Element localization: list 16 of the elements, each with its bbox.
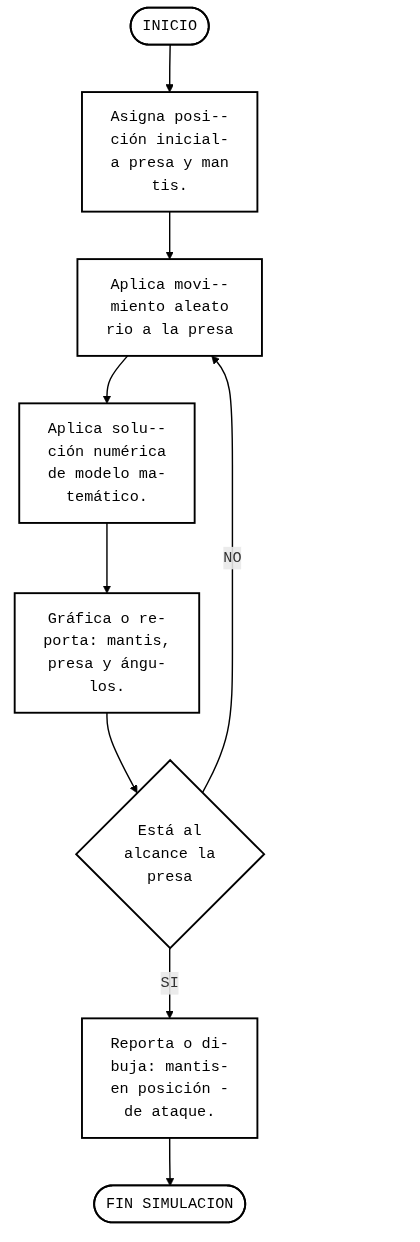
edge-label: NO — [223, 549, 242, 567]
arrow — [102, 522, 112, 594]
node-box: Reporta o di- buja: mantis- en posición - de ataque. — [81, 1017, 259, 1139]
node-box: Gráfica o re- porta: mantis, presa y ángu- los. — [13, 592, 201, 714]
node-diamond: Está al alcance la presa — [74, 758, 266, 950]
arrow — [165, 210, 174, 260]
arrow — [102, 355, 129, 404]
node-box: Aplica solu-- ción numérica de modelo ma- temático. — [18, 402, 196, 524]
node-box: Asigna posi-- ción inicial- a presa y man tis. — [81, 91, 259, 213]
arrow — [165, 947, 174, 1019]
arrow — [165, 1137, 175, 1187]
arrow — [201, 355, 234, 794]
node-box: Aplica movi-- miento aleato rio a la presa — [76, 258, 263, 357]
arrow — [165, 44, 174, 93]
arrow — [106, 712, 138, 794]
edge-label: SI — [160, 974, 179, 992]
